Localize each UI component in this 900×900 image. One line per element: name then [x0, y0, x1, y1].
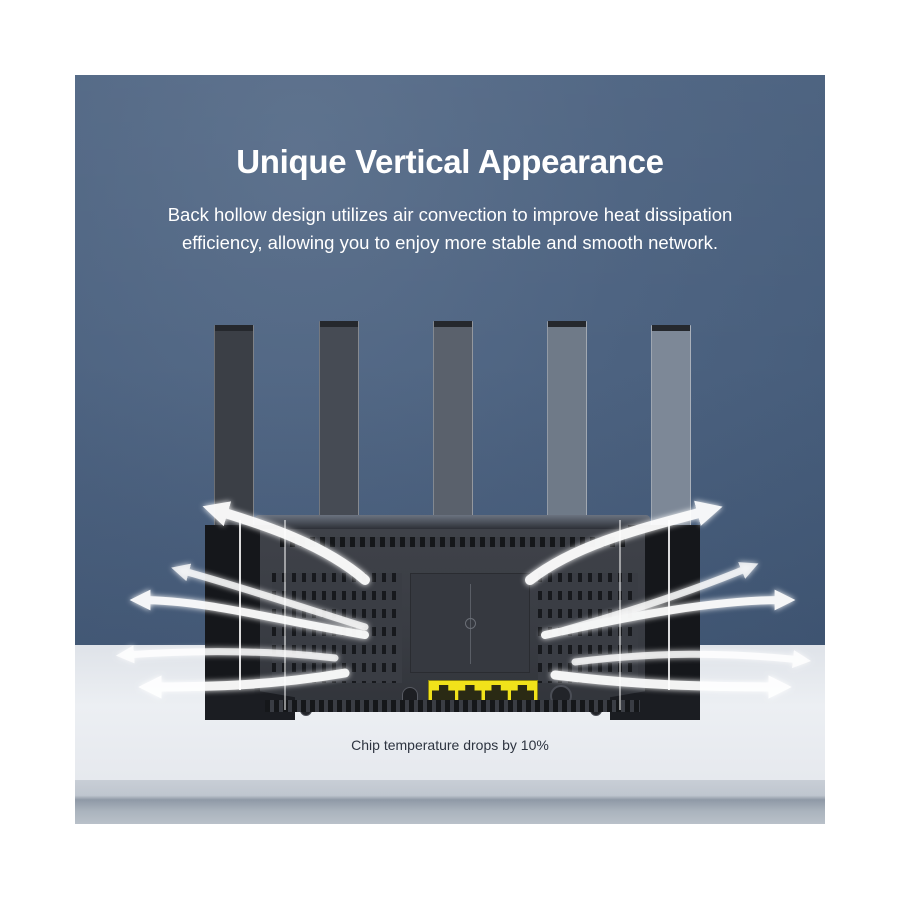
product-feature-banner: Unique Vertical Appearance Back hollow d… [75, 75, 825, 824]
feature-description: Back hollow design utilizes air convecti… [105, 201, 795, 257]
shelf-edge [75, 780, 825, 824]
glass-edge-left-outer [239, 520, 241, 690]
router-top-lip [255, 515, 650, 529]
left-vent-grid [272, 573, 402, 683]
glass-edge-right-outer [668, 520, 670, 690]
glass-edge-right-inner [619, 520, 621, 710]
antenna-1 [214, 325, 254, 530]
label-plate [410, 573, 530, 673]
antenna-5 [651, 325, 691, 530]
antenna-3 [433, 321, 473, 530]
router-rear-view [205, 515, 700, 720]
antenna-4 [547, 321, 587, 530]
top-vent-row [280, 537, 625, 547]
feature-title: Unique Vertical Appearance [236, 143, 664, 180]
description-line-2: efficiency, allowing you to enjoy more s… [181, 232, 719, 253]
temperature-caption: Chip temperature drops by 10% [351, 737, 549, 753]
antenna-2 [319, 321, 359, 530]
glass-edge-left-inner [284, 520, 286, 710]
right-vent-grid [538, 573, 638, 683]
router-back-panel [260, 529, 645, 716]
bottom-vent-row [265, 700, 640, 712]
description-line-1: Back hollow design utilizes air convecti… [167, 204, 733, 225]
plate-circle-icon [465, 618, 476, 629]
